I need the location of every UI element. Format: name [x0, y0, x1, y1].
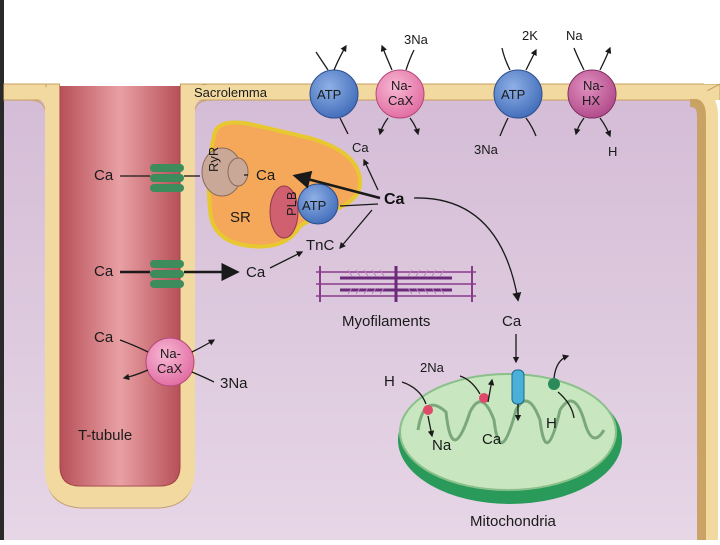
ca-t-tubule-exchanger: Ca	[94, 329, 114, 346]
mito-na-ca-exchanger	[479, 393, 489, 403]
na-cax-top-line2: CaX	[388, 93, 414, 108]
mito-h-pump	[548, 378, 560, 390]
mito-na-label: Na	[432, 437, 452, 454]
serca-atpase	[297, 183, 339, 225]
three-na-top-label: 3Na	[404, 32, 429, 47]
ca-extracellular-top: Ca	[94, 167, 114, 184]
mitochondria-label: Mitochondria	[470, 513, 557, 530]
l-type-channel-top	[150, 164, 184, 192]
na-ca-exchanger-top	[375, 69, 425, 119]
two-k-label: 2K	[522, 28, 538, 43]
left-edge-bar	[0, 0, 4, 540]
na-cax-tt-line2: CaX	[157, 361, 183, 376]
h-exchange-label: H	[608, 144, 617, 159]
mito-na-h-exchanger	[423, 405, 433, 415]
mito-h-right: H	[546, 415, 557, 432]
na-extracellular-label: Na	[566, 28, 583, 43]
na-hx-line2: HX	[582, 93, 600, 108]
ca-cytosolic-label: Ca	[384, 191, 405, 208]
phospholamban	[269, 185, 299, 239]
mito-2na-label: 2Na	[420, 360, 445, 375]
ca-mito-label: Ca	[502, 313, 522, 330]
myofilaments-label: Myofilaments	[342, 313, 430, 330]
ca-exchanger-label: Ca	[352, 140, 369, 155]
membrane-outline	[4, 85, 704, 507]
t-tubule-label: T-tubule	[78, 427, 132, 444]
mitochondrion	[398, 373, 622, 504]
na-cax-tt-line1: Na-	[160, 346, 181, 361]
na-k-atpase-right	[493, 69, 543, 119]
myofilaments	[316, 266, 476, 302]
three-na-tt-label: 3Na	[220, 375, 248, 392]
na-k-atpase-left-label: ATP	[317, 87, 341, 102]
ryr-label: RyR	[206, 147, 221, 172]
mito-h-left: H	[384, 373, 395, 390]
mito-ca-inner-label: Ca	[482, 431, 502, 448]
three-na-bottom-label: 3Na	[474, 142, 499, 157]
na-ca-exchanger-t-tubule	[145, 337, 195, 387]
ca-extracellular-bottom: Ca	[94, 263, 114, 280]
ca-ryr-release: Ca	[256, 167, 276, 184]
ca-entry-label: Ca	[246, 264, 266, 281]
sarcolemma-label: Sacrolemma	[194, 85, 268, 100]
l-type-channel-bottom	[150, 260, 184, 288]
na-cax-top-line1: Na-	[391, 78, 412, 93]
serca-atp-label: ATP	[302, 198, 326, 213]
mito-ca-uniporter	[511, 369, 525, 405]
na-h-exchanger	[567, 69, 617, 119]
sr-label: SR	[230, 209, 251, 226]
plb-label: PLB	[284, 191, 299, 216]
tnc-label: TnC	[306, 237, 335, 254]
na-k-atpase-right-label: ATP	[501, 87, 525, 102]
na-hx-line1: Na-	[583, 78, 604, 93]
